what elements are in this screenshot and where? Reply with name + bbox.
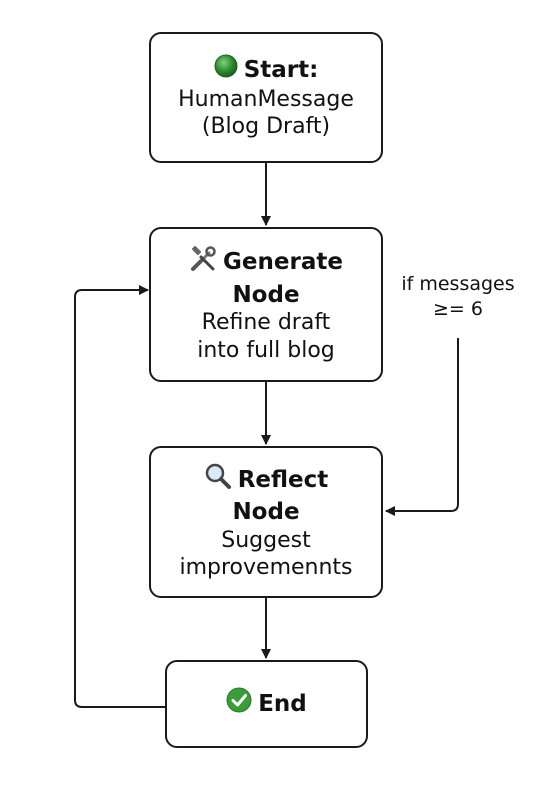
generate-node-title: Generate <box>189 245 343 281</box>
reflect-title-line2: Node <box>232 499 300 525</box>
end-node-title: End <box>226 687 307 721</box>
end-node: End <box>165 660 368 748</box>
reflect-body-line2: improvemennts <box>179 555 353 581</box>
start-node: Start: HumanMessage (Blog Draft) <box>149 32 383 163</box>
green-circle-icon <box>214 54 238 86</box>
generate-body-line1: Refine draft <box>201 310 331 336</box>
generate-title-text: Generate <box>223 249 343 276</box>
condition-line2: ≥= 6 <box>433 297 483 320</box>
start-node-title: Start: <box>214 54 319 86</box>
edge-condition-to-reflect <box>385 338 459 516</box>
reflect-node-title: Reflect <box>204 462 329 498</box>
start-title-text: Start: <box>243 56 319 83</box>
generate-node: Generate Node Refine draft into full blo… <box>149 227 383 382</box>
end-title-text: End <box>258 690 307 717</box>
check-mark-icon <box>226 687 252 721</box>
reflect-title-text: Reflect <box>237 466 329 493</box>
condition-label: if messages ≥= 6 <box>392 272 524 321</box>
generate-title-line2: Node <box>232 281 300 308</box>
reflect-body-line1: Suggest <box>221 527 311 553</box>
edge-end-loop-to-generate <box>74 285 165 708</box>
start-body-line1: HumanMessage <box>178 86 354 112</box>
reflect-node: Reflect Node Suggest improvemennts <box>149 446 383 598</box>
magnifier-icon <box>204 462 232 498</box>
generate-body-line2: into full blog <box>197 337 335 363</box>
condition-line1: if messages <box>401 273 515 295</box>
tools-icon <box>189 245 217 281</box>
start-body-line2: (Blog Draft) <box>201 114 331 140</box>
